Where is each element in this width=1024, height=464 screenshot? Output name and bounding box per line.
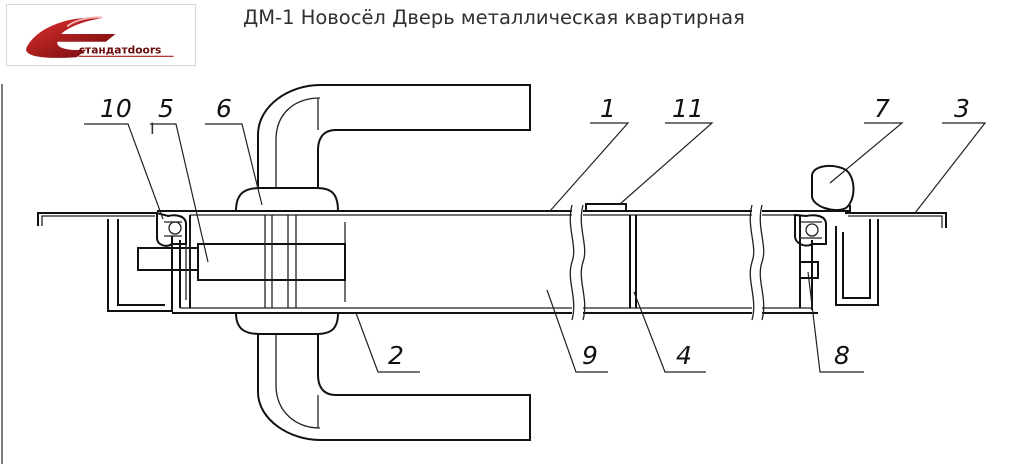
- brand-logo: стандатdoors: [6, 4, 196, 66]
- door-frame: [37, 212, 947, 312]
- callout-4: 4: [676, 341, 692, 370]
- callout-5: 5: [158, 94, 174, 123]
- text-cursor-icon: I: [150, 119, 155, 138]
- leader-lines: [84, 122, 987, 373]
- callout-9: 9: [582, 341, 598, 370]
- callout-2: 2: [388, 341, 404, 370]
- callout-3: 3: [954, 94, 970, 123]
- logo-text: стандатdoors: [79, 43, 162, 56]
- callout-11: 11: [672, 94, 704, 123]
- callout-7: 7: [874, 94, 890, 123]
- rosette-outer: [235, 187, 339, 212]
- callout-6: 6: [216, 94, 232, 123]
- seal-left: [156, 211, 187, 247]
- hinge: [811, 164, 855, 212]
- callout-8: 8: [834, 341, 850, 370]
- door-handle-inner: [257, 334, 531, 441]
- door-leaf: [157, 203, 848, 321]
- page-title: ДМ-1 Новосёл Дверь металлическая квартир…: [243, 6, 745, 29]
- callout-10: 10: [100, 94, 132, 123]
- door-handle-outer: [257, 84, 531, 188]
- lock-body: [137, 215, 346, 308]
- rosette-inner: [235, 312, 339, 335]
- callout-1: 1: [600, 94, 616, 123]
